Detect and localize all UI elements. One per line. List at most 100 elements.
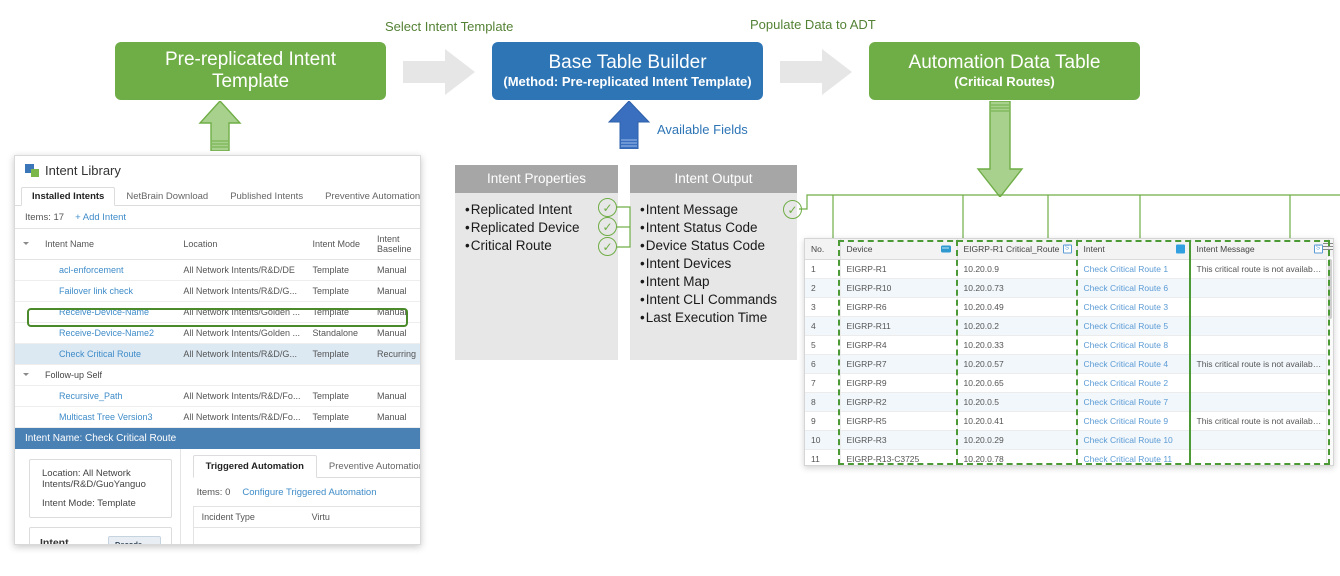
- intent-mode: Template: [304, 280, 369, 302]
- hamburger-menu-icon[interactable]: [1322, 243, 1333, 251]
- intent-mode: Standalone: [304, 322, 369, 344]
- tab-netbrain-download[interactable]: NetBrain Download: [126, 190, 209, 202]
- location-row: Location: All Network Intents/R&D/GuoYan…: [42, 468, 159, 490]
- table-group-row[interactable]: Follow-up Self: [15, 364, 420, 386]
- adt-column-no[interactable]: No.: [805, 239, 841, 260]
- intent-list-header-row: Intent Name Location Intent Mode Intent …: [15, 228, 420, 260]
- adt-column-device[interactable]: Device: [840, 239, 958, 260]
- group-caret-icon[interactable]: [23, 372, 29, 379]
- cell-intent[interactable]: Check Critical Route 2: [1077, 373, 1191, 393]
- table-row[interactable]: Multicast Tree Version3 All Network Inte…: [15, 406, 420, 428]
- table-row[interactable]: 9 EIGRP-R5 10.20.0.41 Check Critical Rou…: [805, 411, 1333, 431]
- table-row[interactable]: Receive-Device-Name All Network Intents/…: [15, 301, 420, 323]
- intent-list-table: Intent Name Location Intent Mode Intent …: [15, 228, 420, 428]
- list-item: Intent Status Code: [640, 219, 797, 237]
- column-intent-mode[interactable]: Intent Mode: [304, 228, 369, 260]
- intent-name-link[interactable]: Receive-Device-Name: [59, 307, 150, 317]
- table-row[interactable]: 7 EIGRP-R9 10.20.0.65 Check Critical Rou…: [805, 373, 1333, 393]
- intent-decoding-title: Intent Decoding: [40, 537, 69, 545]
- column-incident-type[interactable]: Incident Type: [201, 512, 255, 522]
- app-logo-icon: [25, 163, 39, 178]
- cell-route: 10.20.0.78: [957, 449, 1078, 465]
- cell-device: EIGRP-R1: [840, 259, 958, 279]
- adt-column-intent-message[interactable]: Intent Message S: [1190, 239, 1329, 260]
- flow-box-1-subtitle: Template: [211, 71, 290, 92]
- cell-device: EIGRP-R5: [840, 411, 958, 431]
- column-virtual[interactable]: Virtu: [311, 512, 330, 522]
- cell-device: EIGRP-R3: [840, 430, 958, 450]
- table-row[interactable]: 1 EIGRP-R1 10.20.0.9 Check Critical Rout…: [805, 259, 1333, 279]
- table-row[interactable]: 2 EIGRP-R10 10.20.0.73 Check Critical Ro…: [805, 278, 1333, 298]
- cell-message: This critical route is not available.: [1190, 411, 1329, 431]
- add-intent-link[interactable]: + Add Intent: [75, 212, 127, 223]
- cell-intent[interactable]: Check Critical Route 6: [1077, 278, 1191, 298]
- table-row[interactable]: 10 EIGRP-R3 10.20.0.29 Check Critical Ro…: [805, 430, 1333, 450]
- cell-intent[interactable]: Check Critical Route 5: [1077, 316, 1191, 336]
- cell-intent[interactable]: Check Critical Route 9: [1077, 411, 1191, 431]
- flow-box-pre-replicated-intent-template[interactable]: Pre-replicated Intent Template: [115, 42, 386, 100]
- flow-box-1-title: Pre-replicated Intent: [164, 49, 337, 71]
- sort-caret-header[interactable]: [15, 228, 37, 260]
- cell-route: 10.20.0.73: [957, 278, 1078, 298]
- intent-mode: Template: [304, 343, 369, 365]
- flow-box-base-table-builder[interactable]: Base Table Builder (Method: Pre-replicat…: [492, 42, 763, 100]
- tab-triggered-automation[interactable]: Triggered Automation: [192, 455, 317, 478]
- column-location[interactable]: Location: [175, 228, 305, 260]
- column-intent-baseline[interactable]: Intent Baseline: [368, 228, 420, 260]
- check-circle-icon-critical-route: ✓: [598, 237, 617, 256]
- table-row[interactable]: 4 EIGRP-R11 10.20.0.2 Check Critical Rou…: [805, 316, 1333, 336]
- table-row[interactable]: Recursive_Path All Network Intents/R&D/F…: [15, 385, 420, 407]
- tab-installed-intents[interactable]: Installed Intents: [21, 186, 116, 206]
- intent-mode-row: Intent Mode: Template: [42, 498, 159, 509]
- tab-preventive-automation-via-adt[interactable]: Preventive Automation via ADT: [325, 190, 421, 202]
- cell-intent[interactable]: Check Critical Route 8: [1077, 335, 1191, 355]
- vertical-scrollbar[interactable]: [1326, 257, 1333, 465]
- adt-column-intent[interactable]: Intent: [1077, 239, 1191, 260]
- automation-tabs: Triggered Automation Preventive Automati…: [192, 455, 421, 478]
- intent-location: All Network Intents/R&D/G...: [175, 343, 305, 365]
- configure-triggered-automation-link[interactable]: Configure Triggered Automation: [242, 487, 377, 498]
- intent-name-link[interactable]: Failover link check: [59, 286, 134, 296]
- cell-route: 10.20.0.49: [957, 297, 1078, 317]
- check-circle-icon-intent-message: ✓: [783, 200, 802, 219]
- cell-intent[interactable]: Check Critical Route 7: [1077, 392, 1191, 412]
- table-row[interactable]: Receive-Device-Name2 All Network Intents…: [15, 322, 420, 344]
- cell-intent[interactable]: Check Critical Route 10: [1077, 430, 1191, 450]
- cell-intent[interactable]: Check Critical Route 11: [1077, 449, 1191, 465]
- intent-decoding-card: Intent Decoding Decode Now Recurring Dec…: [29, 527, 172, 545]
- table-row[interactable]: 5 EIGRP-R4 10.20.0.33 Check Critical Rou…: [805, 335, 1333, 355]
- flow-box-automation-data-table[interactable]: Automation Data Table (Critical Routes): [869, 42, 1140, 100]
- intent-baseline: Manual: [368, 322, 420, 344]
- cell-message: [1190, 373, 1329, 393]
- cell-message: [1190, 297, 1329, 317]
- cell-message: [1190, 335, 1329, 355]
- table-row[interactable]: 8 EIGRP-R2 10.20.0.5 Check Critical Rout…: [805, 392, 1333, 412]
- intent-name-link[interactable]: acl-enforcement: [59, 265, 124, 275]
- cell-device: EIGRP-R10: [840, 278, 958, 298]
- cell-intent[interactable]: Check Critical Route 1: [1077, 259, 1191, 279]
- decode-now-button[interactable]: Decode Now: [107, 536, 161, 544]
- cell-message: [1190, 392, 1329, 412]
- intent-name-link[interactable]: Recursive_Path: [59, 391, 123, 401]
- cell-message: [1190, 430, 1329, 450]
- flow-box-2-title: Base Table Builder: [548, 51, 707, 73]
- table-row[interactable]: 6 EIGRP-R7 10.20.0.57 Check Critical Rou…: [805, 354, 1333, 374]
- tab-published-intents[interactable]: Published Intents: [230, 190, 304, 202]
- tab-preventive-automation[interactable]: Preventive Automation: [328, 461, 421, 472]
- table-row[interactable]: Failover link check All Network Intents/…: [15, 280, 420, 302]
- cell-intent[interactable]: Check Critical Route 3: [1077, 297, 1191, 317]
- table-row-selected[interactable]: Check Critical Route All Network Intents…: [15, 343, 420, 365]
- table-row[interactable]: acl-enforcement All Network Intents/R&D/…: [15, 259, 420, 281]
- intent-name-link[interactable]: Multicast Tree Version3: [59, 412, 153, 422]
- table-row[interactable]: 11 EIGRP-R13-C3725 10.20.0.78 Check Crit…: [805, 449, 1333, 465]
- adt-body: 1 EIGRP-R1 10.20.0.9 Check Critical Rout…: [805, 259, 1333, 465]
- cell-route: 10.20.0.41: [957, 411, 1078, 431]
- intent-name-link[interactable]: Receive-Device-Name2: [59, 328, 155, 338]
- automation-items-count: Items: 0: [196, 487, 231, 498]
- cell-intent[interactable]: Check Critical Route 4: [1077, 354, 1191, 374]
- table-row[interactable]: 3 EIGRP-R6 10.20.0.49 Check Critical Rou…: [805, 297, 1333, 317]
- column-intent-name[interactable]: Intent Name: [37, 228, 176, 260]
- adt-column-critical-route[interactable]: EIGRP-R1 Critical_Route S: [957, 239, 1078, 260]
- cell-device: EIGRP-R7: [840, 354, 958, 374]
- intent-name-link-check-critical-route[interactable]: Check Critical Route: [59, 349, 142, 359]
